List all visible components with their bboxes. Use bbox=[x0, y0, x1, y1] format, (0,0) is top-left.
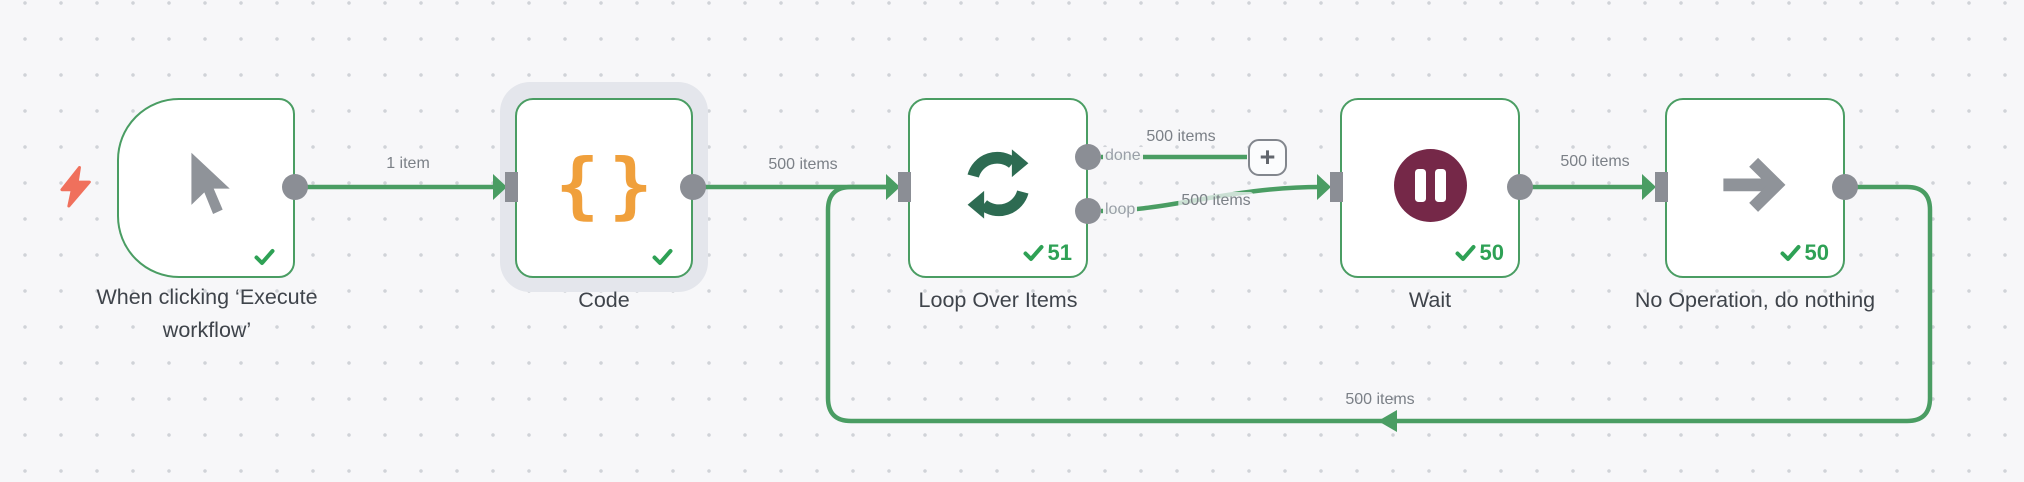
input-port-loop[interactable] bbox=[898, 172, 911, 202]
output-port-wait[interactable] bbox=[1507, 174, 1533, 200]
success-check-icon bbox=[1780, 245, 1801, 261]
input-arrowhead-wait bbox=[1317, 174, 1331, 200]
connection-label: 500 items bbox=[1178, 192, 1254, 210]
input-arrowhead-loop bbox=[886, 174, 900, 200]
node-no-operation[interactable]: 50 bbox=[1665, 98, 1845, 278]
node-status-success: 51 bbox=[1023, 240, 1072, 266]
node-run-count: 50 bbox=[1804, 240, 1829, 265]
node-status-success: 50 bbox=[1780, 240, 1829, 266]
connection-label: 500 items bbox=[1146, 128, 1216, 145]
curly-braces-icon: {} bbox=[555, 143, 663, 227]
output-port-label-loop: loop bbox=[1103, 201, 1138, 219]
node-status-success: 50 bbox=[1455, 240, 1504, 266]
input-port-wait[interactable] bbox=[1330, 172, 1343, 202]
plus-icon: + bbox=[1259, 142, 1276, 172]
connection-label: 1 item bbox=[386, 155, 430, 172]
lightning-bolt-icon bbox=[60, 166, 91, 208]
add-node-button[interactable]: + bbox=[1248, 139, 1287, 176]
input-port-noop[interactable] bbox=[1655, 172, 1668, 202]
mouse-cursor-icon bbox=[119, 100, 293, 276]
node-title-manual-trigger: When clicking ‘Execute workflow’ bbox=[96, 285, 318, 342]
node-title-wait: Wait bbox=[1408, 288, 1452, 312]
node-manual-trigger[interactable] bbox=[117, 98, 295, 278]
success-check-icon bbox=[254, 249, 275, 265]
connection-label: 500 items bbox=[1560, 153, 1630, 170]
node-status-success bbox=[254, 248, 279, 266]
input-arrowhead-code bbox=[493, 174, 507, 200]
success-check-icon bbox=[1455, 245, 1476, 261]
node-title-code: Code bbox=[578, 288, 630, 312]
output-port-noop[interactable] bbox=[1832, 174, 1858, 200]
success-check-icon bbox=[1023, 245, 1044, 261]
arrow-right-icon bbox=[1667, 100, 1843, 276]
connection-noop-loopback-to-loop[interactable] bbox=[825, 184, 1933, 424]
output-port-loop-loop[interactable] bbox=[1075, 198, 1101, 224]
input-port-code[interactable] bbox=[505, 172, 518, 202]
connection-label: 500 items bbox=[1345, 391, 1415, 408]
output-port-label-done: done bbox=[1103, 147, 1143, 165]
connection-label: 500 items bbox=[768, 156, 838, 173]
input-arrowhead-noop bbox=[1642, 174, 1656, 200]
node-run-count: 50 bbox=[1479, 240, 1504, 265]
output-port-trigger[interactable] bbox=[282, 174, 308, 200]
loopback-direction-arrowhead bbox=[1378, 410, 1397, 432]
output-port-code[interactable] bbox=[680, 174, 706, 200]
node-title-no-operation: No Operation, do nothing bbox=[1634, 288, 1876, 312]
output-port-loop-done[interactable] bbox=[1075, 144, 1101, 170]
refresh-loop-icon bbox=[910, 100, 1086, 276]
node-wait[interactable]: 50 bbox=[1340, 98, 1520, 278]
node-title-loop-over-items: Loop Over Items bbox=[918, 288, 1078, 312]
success-check-icon bbox=[652, 249, 673, 265]
node-run-count: 51 bbox=[1047, 240, 1072, 265]
node-status-success bbox=[652, 248, 677, 266]
pause-icon bbox=[1342, 100, 1518, 276]
